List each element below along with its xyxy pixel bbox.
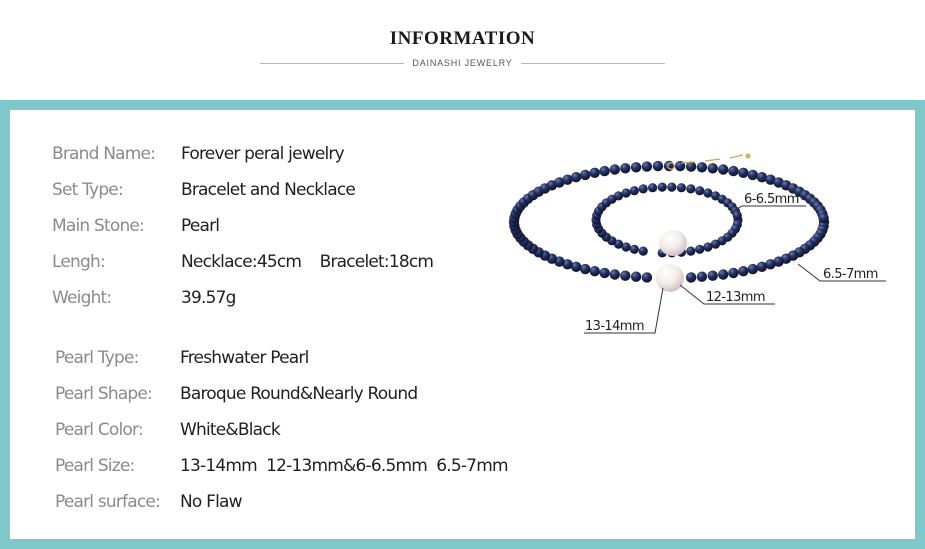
black-pearl [695,244,705,254]
black-pearl [641,161,653,172]
clasp-chain [667,153,751,170]
black-pearl [599,165,610,177]
black-pearl [703,188,713,198]
black-pearl [685,161,697,172]
black-pearl [562,174,573,185]
black-pearl [589,167,600,178]
black-pearl [648,183,658,193]
black-pearl [562,259,573,270]
black-pearl [638,184,648,194]
spec-label: Lengh: [52,252,106,272]
spec-label: Pearl Shape: [55,384,153,404]
black-pearl [765,259,776,270]
spec-value: Bracelet and Necklace [181,180,356,200]
black-pearl [685,272,697,283]
spec-label: Pearl Size: [55,456,135,476]
spec-label: Main Stone: [52,216,145,236]
black-pearl [703,242,713,252]
black-pearl [756,172,768,183]
black-pearl [630,271,642,282]
black-pearl [620,163,631,174]
header-divider-left [260,62,405,64]
necklace-strand [508,160,830,283]
spec-value: 39.57g [181,288,236,308]
black-pearl [686,246,696,256]
black-pearl [718,269,729,280]
spec-label: Pearl surface: [55,492,161,512]
black-pearl [738,266,749,277]
black-pearl [621,242,631,252]
black-pearl [667,182,677,192]
black-pearl [570,172,582,183]
black-pearl [756,261,768,272]
black-pearl [696,162,708,173]
dim-label-necklace-center: 13-14mm [585,319,644,334]
spec-label: Brand Name: [52,144,156,164]
black-pearl [765,174,776,185]
spec-value: Pearl [181,216,220,236]
black-pearl [718,164,729,175]
black-pearl [707,270,718,281]
black-pearl [589,266,600,277]
black-pearl [609,269,620,280]
black-pearl [657,182,667,192]
black-pearl [710,239,721,249]
black-pearl [707,163,718,174]
spec-value: Forever peral jewelry [181,144,345,164]
spec-value: Baroque Round&Nearly Round [180,384,418,404]
black-pearl [630,162,642,173]
black-pearl [638,246,648,256]
spec-label: Pearl Type: [55,348,139,368]
black-pearl [570,261,582,272]
spec-value: Necklace:45cm Bracelet:18cm [181,252,434,272]
dimension-callouts [584,205,886,334]
header: INFORMATION DAINASHI JEWELRY [0,0,925,100]
black-pearl [773,256,784,267]
black-pearl [629,186,639,196]
black-pearl [629,244,639,254]
black-pearl [747,169,758,181]
black-pearl [747,263,758,275]
spec-label: Set Type: [52,180,124,200]
spec-value: Freshwater Pearl [180,348,309,368]
dim-label-bracelet-center: 12-13mm [706,290,765,305]
spec-label: Pearl Color: [55,420,144,440]
black-pearl [580,169,591,181]
header-divider-right [520,62,665,64]
spec-value: No Flaw [180,492,243,512]
black-pearl [738,167,749,178]
dim-label-necklace-pearl: 6.5-7mm [823,267,878,282]
black-pearl [818,212,829,224]
black-pearl [641,272,653,283]
bracelet-strand [591,182,743,258]
pearl-set-image: 6-6.5mm 6.5-7mm 12-13mm 13-14mm [508,153,886,334]
spec-label: Weight: [52,288,112,308]
black-pearl [732,210,742,221]
header-subtitle-row: DAINASHI JEWELRY [260,56,665,70]
bracelet-center-pearl [659,230,687,256]
black-pearl [554,177,565,188]
black-pearl [609,164,620,175]
black-pearl [580,263,591,275]
black-pearl [676,183,687,193]
spec-value: 13-14mm 12-13mm&6-6.5mm 6.5-7mm [180,456,509,476]
black-pearl [728,165,739,177]
spec-value: White&Black [180,420,281,440]
black-pearl [695,186,705,196]
black-pearl [620,270,631,281]
black-pearl [674,160,686,172]
black-pearl [621,188,631,198]
necklace-center-pearl [656,264,684,292]
black-pearl [613,191,624,201]
header-title: INFORMATION [389,28,536,49]
black-pearl [652,160,664,172]
black-pearl [663,160,675,172]
black-pearl [599,267,610,279]
black-pearl [728,267,739,279]
brand-subtitle: DAINASHI JEWELRY [412,58,513,68]
black-pearl [696,271,708,282]
dim-label-bracelet-pearl: 6-6.5mm [744,192,799,207]
black-pearl [686,184,696,194]
